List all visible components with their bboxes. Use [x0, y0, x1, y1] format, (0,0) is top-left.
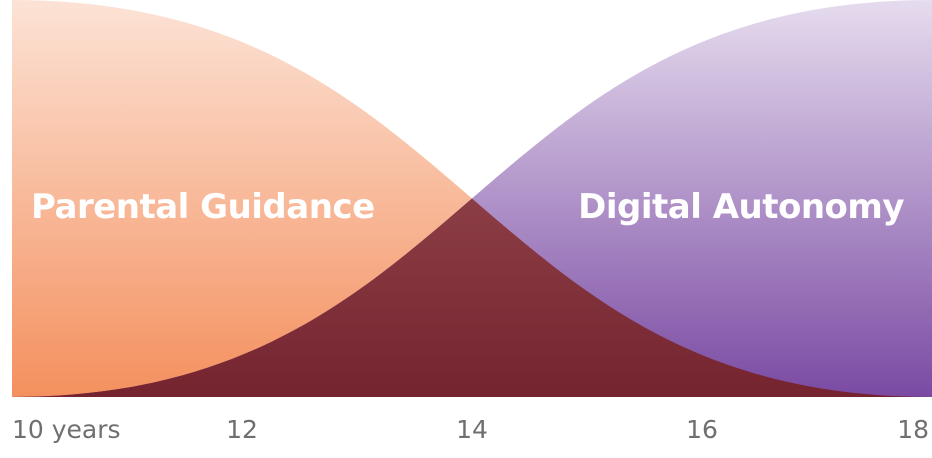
x-tick-label: 12 — [226, 415, 258, 444]
x-tick-label: 14 — [456, 415, 488, 444]
x-tick-label: 16 — [686, 415, 718, 444]
x-tick-label: 10 years — [12, 415, 121, 444]
x-tick-label: 18 — [897, 415, 929, 444]
series-label-digital-autonomy: Digital Autonomy — [578, 187, 904, 227]
series-label-parental-guidance: Parental Guidance — [31, 187, 375, 227]
